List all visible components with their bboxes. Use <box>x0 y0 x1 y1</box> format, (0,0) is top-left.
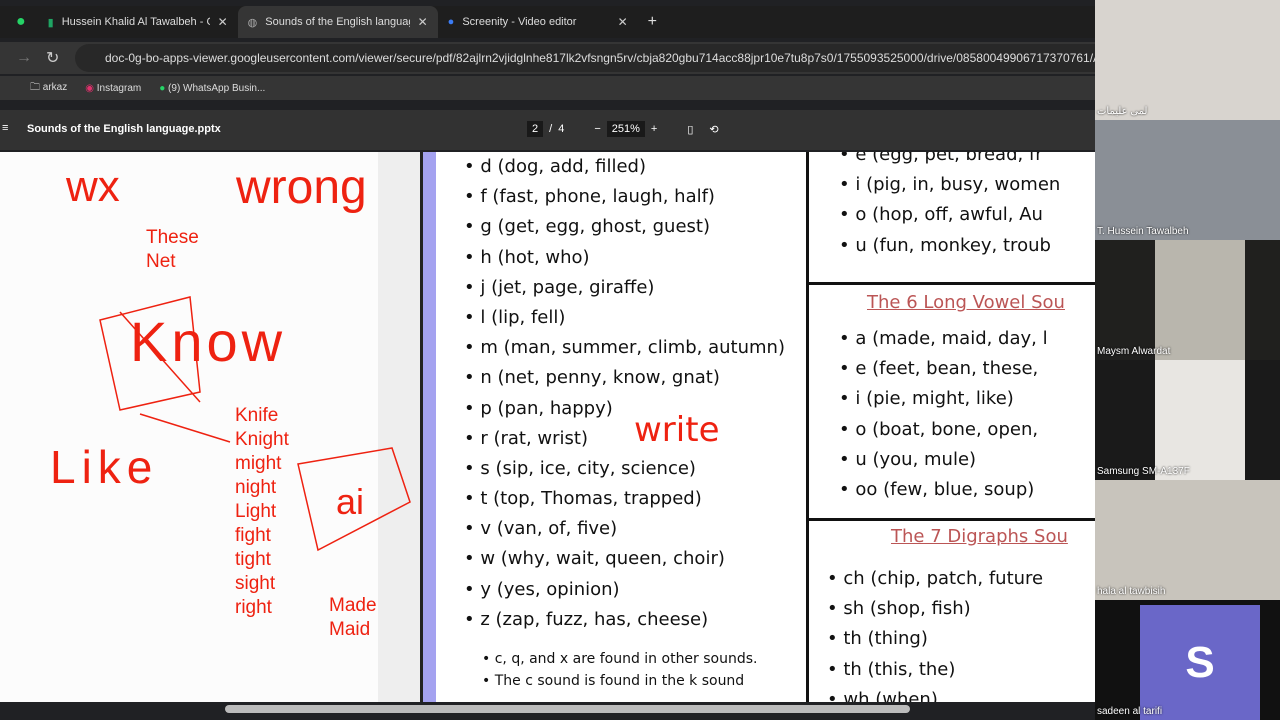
zoom-input[interactable]: 251% <box>606 121 645 137</box>
rotate-icon[interactable]: ⟲ <box>709 123 719 136</box>
list-item: o (boat, bone, open, <box>855 419 1095 449</box>
digraph-heading: The 7 Digraphs Sou <box>891 526 1068 547</box>
horizontal-scrollbar[interactable] <box>225 705 910 713</box>
participant-tile[interactable]: لمى عليمات <box>1095 0 1280 120</box>
whatsapp-icon[interactable]: ● <box>16 13 26 30</box>
tab-screenity[interactable]: ●Screenity - Video editor✕ <box>447 15 628 29</box>
whatsapp-icon: ● <box>159 82 166 94</box>
tab-sounds[interactable]: ◍Sounds of the English language✕ <box>237 6 438 38</box>
list-item: h (hot, who) <box>480 247 785 277</box>
list-item: z (zap, fuzz, has, cheese) <box>480 609 785 639</box>
bookmark-whatsapp[interactable]: ● (9) WhatsApp Busin... <box>159 82 266 94</box>
list-item: e (feet, bean, these, <box>855 358 1095 388</box>
list-item: sh (shop, fish) <box>843 598 1095 628</box>
participant-tile[interactable]: Samsung SM-A137F <box>1095 360 1280 480</box>
list-item: e (egg, pet, bread, fr <box>855 152 1095 174</box>
list-item: l (lip, fell) <box>480 307 785 337</box>
bookmark-instagram[interactable]: ◉ Instagram <box>85 82 142 94</box>
close-icon[interactable]: ✕ <box>617 15 628 29</box>
close-icon[interactable]: ✕ <box>417 15 428 29</box>
browser-window: ● ▮Hussein Khalid Al Tawalbeh - G✕ ◍Soun… <box>0 0 1095 720</box>
list-item: r (rat, wrist) <box>480 428 785 458</box>
instagram-icon: ◉ <box>85 82 94 94</box>
bookmarks-bar: 🗀 arkaz ◉ Instagram ● (9) WhatsApp Busin… <box>0 76 1095 100</box>
bookmark-arkaz[interactable]: 🗀 arkaz <box>30 81 68 93</box>
list-item: ch (chip, patch, future <box>843 568 1095 598</box>
ink-strokes <box>99 296 411 552</box>
fit-page-icon[interactable]: ▯ <box>687 123 694 136</box>
list-item: th (thing) <box>843 628 1095 658</box>
list-item: g (get, egg, ghost, guest) <box>480 216 785 246</box>
list-item: p (pan, happy) <box>480 398 785 428</box>
list-item: t (top, Thomas, trapped) <box>480 488 785 518</box>
list-item: m (man, summer, climb, autumn) <box>480 337 785 367</box>
list-item: th (this, the) <box>843 659 1095 689</box>
participant-tile[interactable]: hala al tawbisih <box>1095 480 1280 600</box>
tab-strip: ● ▮Hussein Khalid Al Tawalbeh - G✕ ◍Soun… <box>0 6 1095 38</box>
list-item: a (made, maid, day, l <box>855 328 1095 358</box>
list-item: n (net, penny, know, gnat) <box>480 367 785 397</box>
avatar: S <box>1140 605 1260 720</box>
list-item: f (fast, phone, laugh, half) <box>480 186 785 216</box>
long-vowel-heading: The 6 Long Vowel Sou <box>867 292 1065 313</box>
page-input[interactable]: 2 <box>527 121 544 137</box>
page-total: 4 <box>558 123 565 135</box>
pdf-page: wx wrong These Net Know Knife Knight mig… <box>0 152 1095 702</box>
list-item: wh (when) <box>843 689 1095 702</box>
vowel-column: e (egg, pet, bread, fr i (pig, in, busy,… <box>806 152 1095 702</box>
document-title: Sounds of the English language.pptx <box>27 123 221 135</box>
participant-tile[interactable]: Maysm Alwardat <box>1095 240 1280 360</box>
close-icon[interactable]: ✕ <box>217 15 228 29</box>
list-item: i (pig, in, busy, women <box>855 174 1095 204</box>
menu-icon[interactable]: ≡ <box>2 122 9 134</box>
url-input[interactable]: doc-0g-bo-apps-viewer.googleusercontent.… <box>75 44 1095 72</box>
forward-icon[interactable]: → <box>16 49 32 66</box>
sheets-icon: ▮ <box>47 16 54 29</box>
participant-tile[interactable]: T. Hussein Tawalbeh <box>1095 120 1280 240</box>
whiteboard-annotations: wx wrong These Net Know Knife Knight mig… <box>0 152 420 702</box>
note: The c sound is found in the k sound <box>495 673 785 695</box>
list-item: j (jet, page, giraffe) <box>480 277 785 307</box>
list-item: oo (few, blue, soup) <box>855 479 1095 509</box>
list-item: u (fun, monkey, troub <box>855 235 1095 265</box>
list-item: v (van, of, five) <box>480 518 785 548</box>
consonant-list: d (dog, add, filled) f (fast, phone, lau… <box>480 156 785 695</box>
reload-icon[interactable]: ↻ <box>46 50 60 67</box>
list-item: y (yes, opinion) <box>480 579 785 609</box>
pdf-toolbar: ≡ Sounds of the English language.pptx 2 … <box>0 110 1095 150</box>
slide: d (dog, add, filled) f (fast, phone, lau… <box>420 152 1095 702</box>
participants-panel: لمى عليمات T. Hussein Tawalbeh Maysm Alw… <box>1095 0 1280 720</box>
list-item: o (hop, off, awful, Au <box>855 204 1095 234</box>
list-item: i (pie, might, like) <box>855 388 1095 418</box>
list-item: s (sip, ice, city, science) <box>480 458 785 488</box>
zoom-out-button[interactable]: − <box>594 123 601 135</box>
new-tab-button[interactable]: + <box>647 13 658 30</box>
tab-hussein[interactable]: ▮Hussein Khalid Al Tawalbeh - G✕ <box>47 15 228 29</box>
list-item: u (you, mule) <box>855 449 1095 479</box>
zoom-in-button[interactable]: + <box>650 123 658 135</box>
note: c, q, and x are found in other sounds. <box>495 651 785 673</box>
list-item: d (dog, add, filled) <box>480 156 785 186</box>
address-bar-row: → ↻ doc-0g-bo-apps-viewer.googleusercont… <box>0 42 1095 74</box>
list-item: w (why, wait, queen, choir) <box>480 548 785 578</box>
screenity-icon: ● <box>447 16 455 28</box>
globe-icon: ◍ <box>247 16 258 29</box>
